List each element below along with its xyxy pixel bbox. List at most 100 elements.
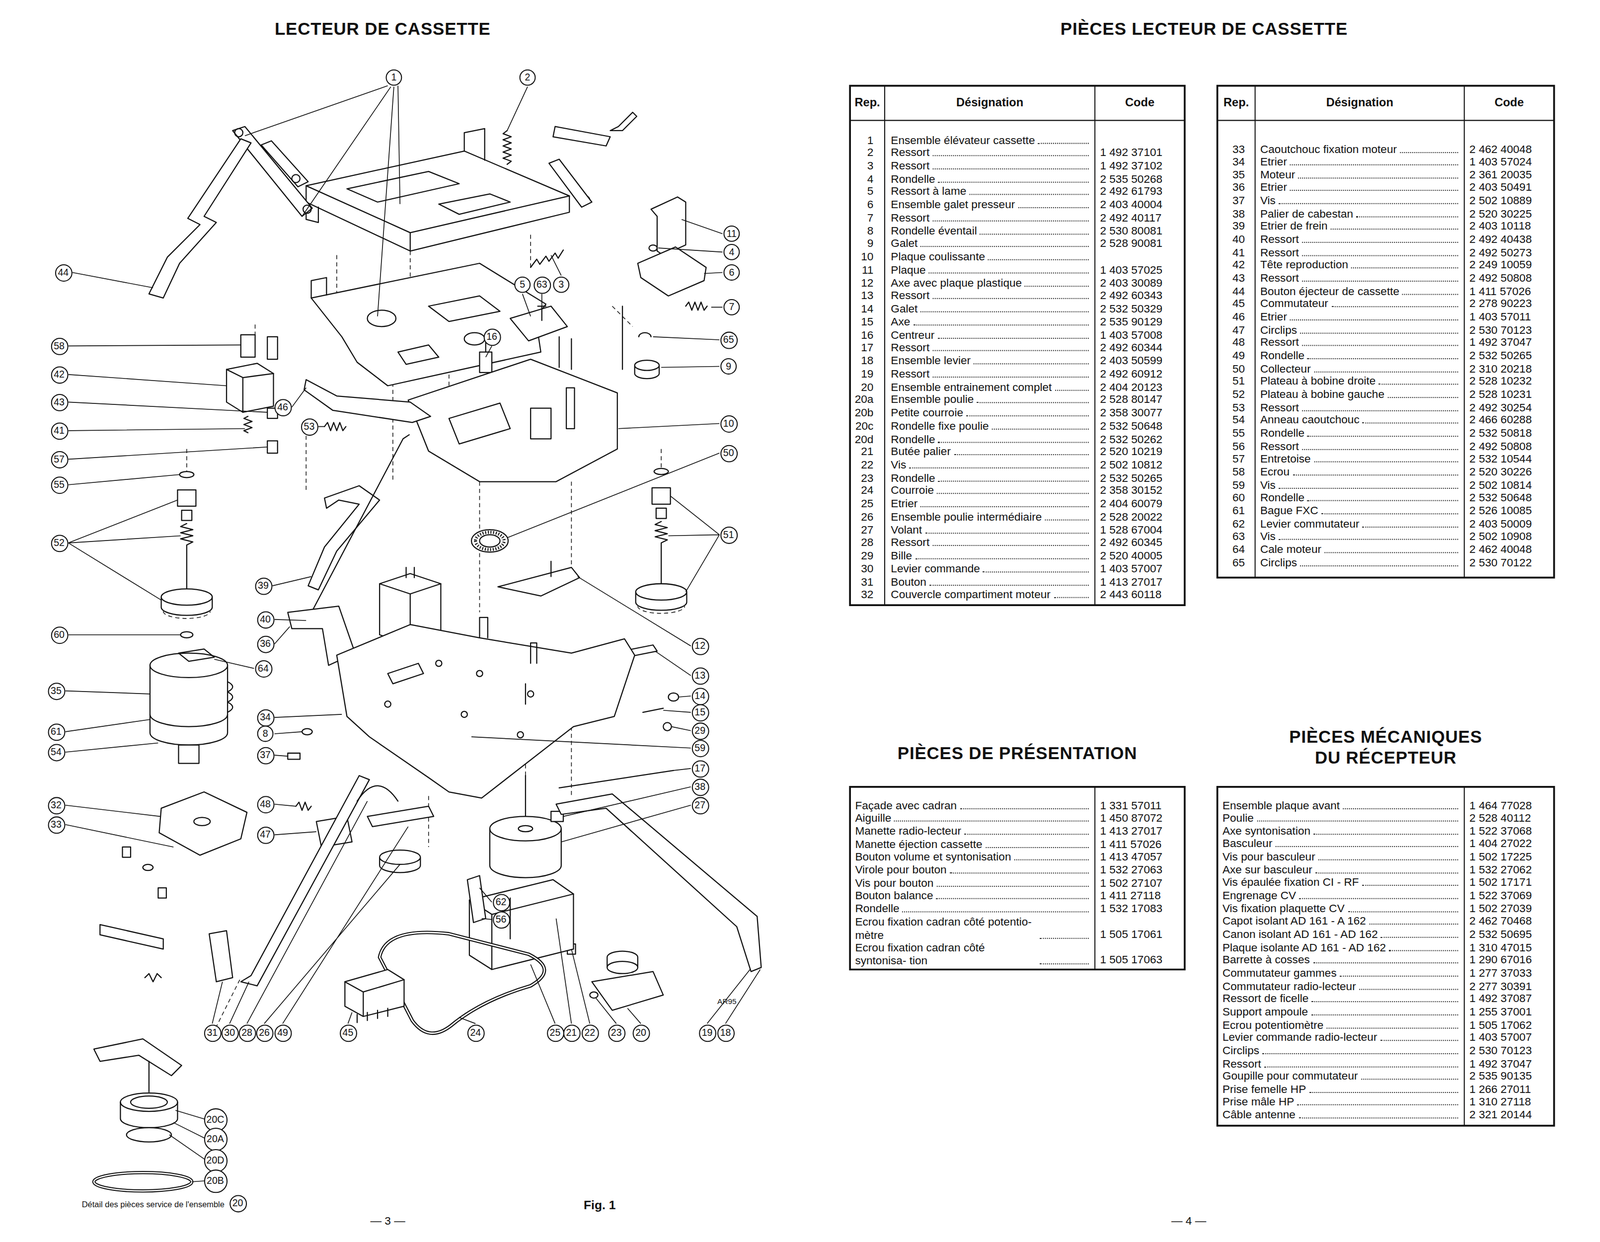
reference-number: 5	[849, 185, 874, 199]
reference-number: 31	[849, 575, 874, 589]
part-designation: Câble antenne	[1222, 1108, 1296, 1122]
callout-text: 49	[277, 1027, 289, 1038]
part-designation: Goupille pour commutateur	[1222, 1069, 1359, 1083]
reel-hub	[652, 487, 671, 519]
part-designation: Commutateur	[1260, 297, 1329, 311]
callout-text: 32	[50, 800, 62, 811]
dot-leader	[1330, 228, 1459, 230]
table-row: Vis fixation plaquette CV	[1222, 901, 1461, 915]
part-designation: Vis	[1260, 478, 1276, 492]
table-row: Anneau caoutchouc	[1260, 413, 1461, 428]
dot-leader	[1351, 267, 1458, 269]
dot-leader	[1318, 859, 1459, 861]
part-designation: Tête reproduction	[1260, 258, 1349, 273]
part-code: 1 522 37069	[1469, 888, 1551, 903]
control-lever	[240, 775, 370, 986]
part-code: 2 532 50695	[1469, 927, 1551, 941]
part-designation: Vis fixation plaquette CV	[1222, 901, 1345, 915]
callout-text: 44	[57, 267, 69, 278]
part-designation: Commutateur radio-lecteur	[1222, 979, 1357, 993]
reference-number: 19	[849, 367, 874, 381]
callout-text: 27	[694, 800, 706, 811]
dot-leader	[1044, 519, 1089, 521]
roller-and-ball	[642, 692, 679, 731]
reel-gear	[163, 610, 211, 618]
chassis-holes	[384, 617, 537, 738]
part-code: 2 403 10118	[1469, 220, 1551, 234]
table-row: Manette éjection cassette	[854, 837, 1091, 851]
screws-washers	[122, 728, 599, 998]
part-code: 2 530 70122	[1469, 555, 1551, 570]
callout-text: 36	[259, 638, 271, 649]
part-designation: Manette éjection cassette	[854, 837, 983, 851]
callout-text: 28	[241, 1027, 253, 1038]
part-designation: Moteur	[1260, 168, 1296, 182]
table-row: Prise mâle HP	[1222, 1095, 1461, 1109]
reference-number: 3	[849, 158, 874, 173]
dot-leader	[1017, 207, 1089, 209]
detail-shaft	[148, 1061, 150, 1092]
dot-leader	[1362, 526, 1459, 528]
table-row: Axe syntonisation	[1222, 824, 1461, 838]
part-code: 1 505 17062	[1469, 1017, 1551, 1032]
part-code: 2 249 10059	[1469, 258, 1551, 273]
table-row: Ressort	[890, 367, 1091, 381]
callout-text: 20D	[206, 1155, 225, 1166]
callout-number: 8	[256, 725, 274, 743]
part-code: 2 530 70123	[1469, 323, 1551, 337]
table-row: Rondelle	[1260, 349, 1461, 363]
dot-leader	[1262, 1053, 1458, 1055]
table-row: Butée palier	[890, 445, 1091, 459]
reference-number: 36	[1217, 181, 1245, 195]
dot-leader	[1301, 280, 1458, 282]
reference-number: 17	[849, 341, 874, 355]
axle-plate	[497, 567, 580, 597]
callout-text: 26	[258, 1027, 270, 1038]
part-designation: Ressort	[890, 289, 930, 303]
reference-number: 2	[849, 146, 874, 160]
table-rule	[849, 85, 1554, 1126]
dot-leader	[928, 272, 1089, 274]
part-designation: Prise mâle HP	[1222, 1095, 1295, 1109]
part-designation: Petite courroie	[890, 406, 964, 420]
dot-leader	[938, 441, 1089, 443]
reference-number: 7	[849, 211, 874, 225]
callout-text: 61	[50, 726, 62, 737]
table-row: Ressort	[1260, 400, 1461, 415]
part-designation: Ensemble plaque avant	[1222, 798, 1340, 812]
playback-head	[226, 363, 274, 413]
part-code: 2 492 60912	[1099, 367, 1182, 381]
part-code: 1 492 37101	[1099, 146, 1182, 160]
reference-number: 33	[1217, 142, 1245, 156]
dot-leader	[1298, 1117, 1458, 1119]
switch	[344, 969, 404, 1016]
reference-number: 1	[849, 133, 874, 147]
callout-number: 28	[238, 1023, 256, 1042]
dot-leader	[913, 324, 1089, 326]
dot-leader	[1039, 962, 1089, 964]
table-row: Circlips	[1260, 323, 1461, 337]
part-code: 2 492 40117	[1099, 211, 1182, 225]
callout-text: 40	[259, 614, 271, 625]
pinch-roller-assembly	[637, 246, 707, 297]
table-row: Palier de cabestan	[1260, 207, 1461, 221]
table-row: Collecteur	[1260, 362, 1461, 376]
callout-text: 23	[610, 1027, 622, 1038]
callout-number: 59	[691, 739, 709, 757]
table-row: Virole pour bouton	[854, 863, 1091, 877]
page-title: LECTEUR DE CASSETTE	[178, 19, 587, 40]
reference-number: 64	[1217, 542, 1245, 557]
reference-number: 41	[1217, 245, 1245, 260]
part-designation: Rondelle fixe poulie	[890, 419, 989, 433]
part-code: 2 321 20144	[1469, 1108, 1551, 1122]
part-designation: Ressort	[1222, 1056, 1262, 1070]
part-designation: Façade avec cadran	[854, 798, 957, 812]
reference-number: 51	[1217, 375, 1245, 389]
part-designation: Basculeur	[1222, 837, 1273, 851]
callout-number: 30	[221, 1023, 239, 1042]
part-code: 1 403 57007	[1469, 1030, 1551, 1045]
part-designation: Rondelle éventail	[890, 224, 977, 238]
dot-leader	[1299, 564, 1458, 566]
part-code: 2 528 10231	[1469, 387, 1551, 402]
part-code: 1 522 37068	[1469, 824, 1551, 838]
